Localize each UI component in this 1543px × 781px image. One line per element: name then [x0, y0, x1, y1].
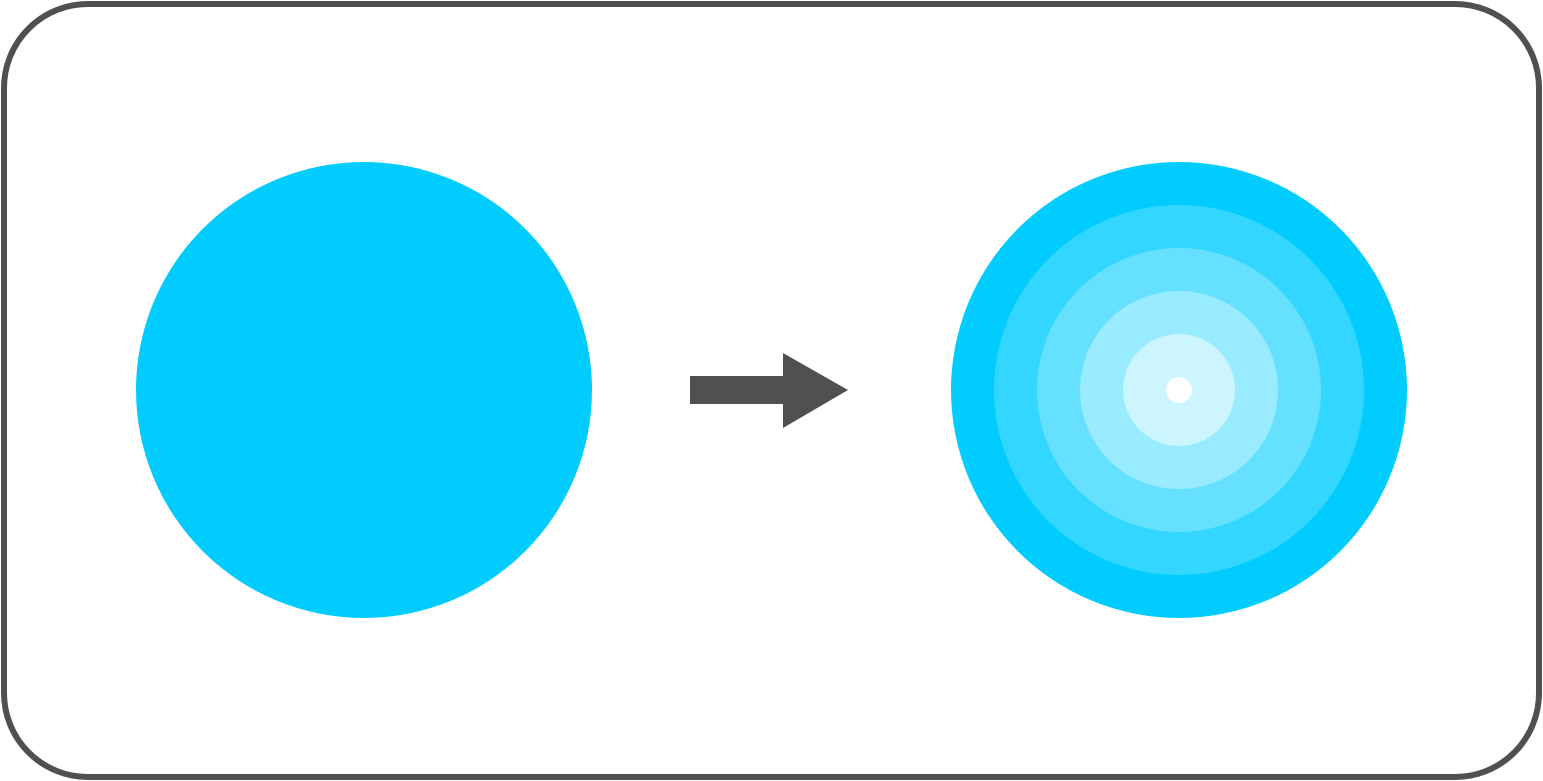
arrow-shape — [690, 353, 848, 428]
transform-arrow-icon — [690, 353, 848, 428]
result-circle — [951, 162, 1407, 618]
result-ring-6 — [1166, 377, 1192, 403]
source-circle — [136, 162, 592, 618]
